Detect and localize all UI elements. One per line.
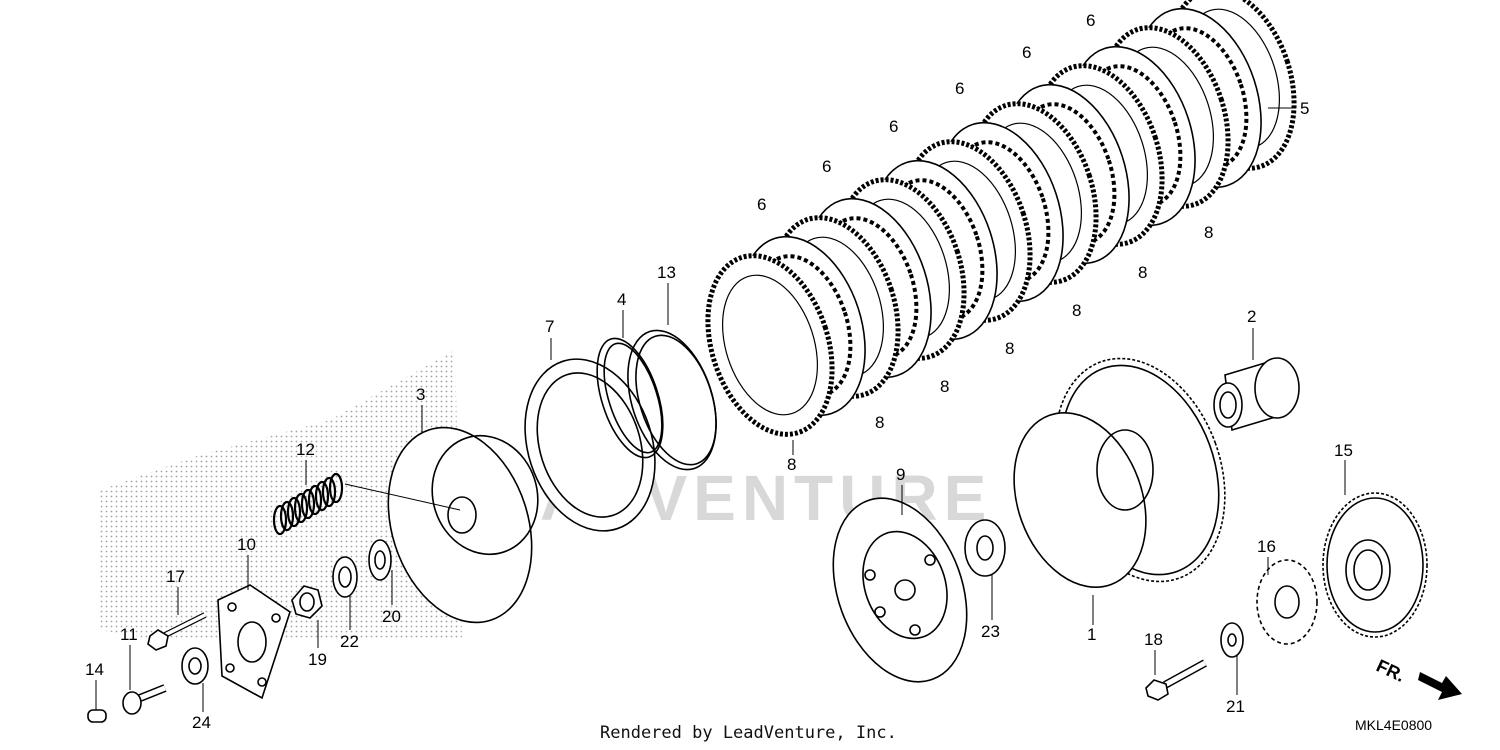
part-11-bolt (122, 684, 167, 715)
callout-9: 9 (896, 465, 905, 484)
callout-15: 15 (1334, 441, 1353, 460)
callout-8e: 8 (1072, 301, 1081, 320)
spring-coil (307, 484, 323, 516)
callout-20: 20 (382, 607, 401, 626)
callout-6a: 6 (757, 195, 766, 214)
part-7-spring-seat (524, 358, 656, 532)
spring-coil (279, 500, 295, 532)
spring-coil (300, 488, 316, 520)
part-4-judder-spring (596, 337, 664, 459)
callout-23: 23 (981, 622, 1000, 641)
spring-coil (321, 476, 337, 508)
part-9-clutch-center (832, 497, 968, 683)
callout-8a: 8 (787, 455, 796, 474)
spring-coil (293, 492, 309, 524)
callout-6f: 6 (1086, 11, 1095, 30)
callout-6d: 6 (955, 79, 964, 98)
part-17-bolt (147, 612, 207, 651)
callout-18: 18 (1144, 630, 1163, 649)
callout-6b: 6 (822, 157, 831, 176)
callout-11: 11 (120, 625, 138, 644)
footer-credit: Rendered by LeadVenture, Inc. (600, 723, 897, 743)
part-1-clutch-outer (1013, 357, 1226, 588)
callout-8c: 8 (940, 377, 949, 396)
callout-8d: 8 (1005, 339, 1014, 358)
spring-coil (314, 480, 330, 512)
part-15-gear (1322, 492, 1428, 638)
callout-2: 2 (1247, 307, 1256, 326)
part-24-bearing (181, 647, 209, 685)
callout-6e: 6 (1022, 43, 1031, 62)
spring-coil (328, 472, 344, 504)
clutch-plate-inner (722, 274, 818, 416)
callout-12: 12 (296, 440, 315, 459)
callout-21: 21 (1226, 697, 1245, 716)
clutch-plate (705, 253, 835, 437)
part-19-lock-nut (291, 585, 323, 619)
callout-17: 17 (166, 567, 185, 586)
callout-13: 13 (657, 263, 676, 282)
callout-16: 16 (1257, 537, 1276, 556)
callout-3: 3 (416, 385, 425, 404)
part-12-clutch-spring (272, 472, 344, 536)
callout-6c: 6 (889, 117, 898, 136)
part-callouts: 1 2 3 4 5 6 6 6 6 6 6 7 8 8 8 8 8 8 8 9 … (85, 11, 1353, 732)
svg-text:FR.: FR. (1373, 655, 1408, 685)
callout-22: 22 (340, 632, 359, 651)
spring-coil (286, 496, 302, 528)
spring-coil (272, 504, 288, 536)
part-16-toothed-washer (1256, 559, 1318, 645)
callout-8g: 8 (1204, 223, 1213, 242)
callout-1: 1 (1087, 625, 1096, 644)
drawing-code: MKL4E0800 (1355, 717, 1432, 733)
callout-14: 14 (85, 660, 104, 679)
part-18-bolt (1145, 659, 1207, 701)
callout-5: 5 (1300, 99, 1309, 118)
clutch-plates-stack (705, 0, 1297, 437)
callout-7: 7 (545, 317, 554, 336)
part-22-washer (332, 556, 358, 598)
callout-8f: 8 (1138, 263, 1147, 282)
part-3-pressure-plate (387, 426, 539, 624)
callout-4: 4 (617, 290, 626, 309)
part-10-lifter-plate (217, 584, 291, 700)
part-13-ring (627, 329, 717, 471)
part-23-thrust-washer (964, 519, 1006, 577)
callout-24: 24 (192, 713, 211, 732)
callout-10: 10 (237, 535, 256, 554)
front-direction-arrow: FR. (1373, 655, 1462, 700)
part-21-washer (1220, 622, 1244, 658)
callout-19: 19 (308, 650, 327, 669)
callout-8b: 8 (875, 413, 884, 432)
leader-lines (95, 107, 1346, 712)
part-14-pin (87, 709, 107, 723)
part-20-washer (368, 539, 392, 581)
part-2-collar (1213, 357, 1300, 432)
